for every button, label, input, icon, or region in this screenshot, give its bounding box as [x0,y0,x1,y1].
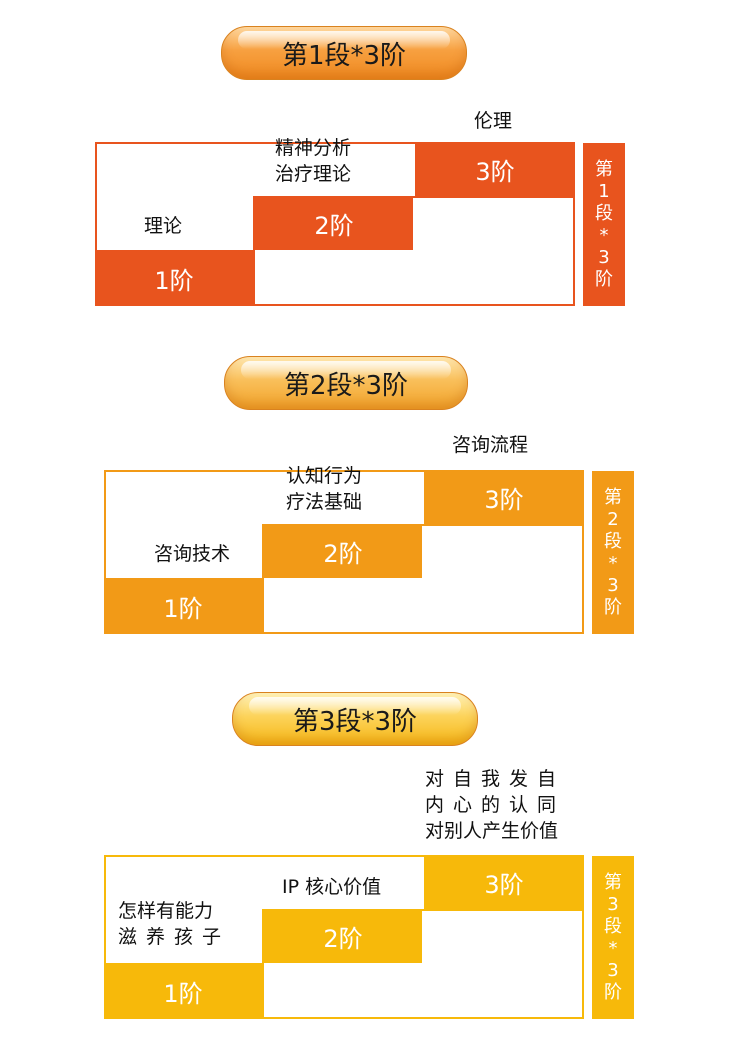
pill-highlight [249,697,461,715]
stage-2-title-pill: 第2段*3阶 [224,356,468,410]
stage-1-step-1-block: 1阶 [95,250,253,306]
stage-1-step-2-block: 2阶 [255,196,413,250]
stage-3-step-3-caption: 对自我发自 内心的认同 对别人产生价值 [425,768,566,842]
stage-1-title: 第1段*3阶 [281,40,407,71]
step-label: 3阶 [484,870,524,899]
stage-1-title-pill: 第1段*3阶 [221,26,467,80]
stage-2-title: 第2段*3阶 [283,370,409,401]
stage-1-step-2-caption: 精神分析 治疗理论 [275,137,352,185]
step-label: 1阶 [163,594,203,623]
stage-3-step-1-caption: 怎样有能力 滋养孩子 [118,900,231,948]
step-label: 1阶 [154,266,194,295]
step-label: 2阶 [323,539,363,568]
pill-highlight [241,361,451,379]
step-label: 3阶 [484,485,524,514]
step-label: 1阶 [163,979,203,1008]
stage-2-step-1-caption: 咨询技术 [154,543,231,565]
stage-3-step-3-block: 3阶 [424,855,584,909]
pill-highlight [238,31,450,49]
stage-3-step-1-block: 1阶 [104,963,262,1019]
step-label: 2阶 [314,211,354,240]
stage-1-step-3-block: 3阶 [415,142,575,196]
stage-2-step-2-caption: 认知行为 疗法基础 [286,465,363,513]
stage-1-step-3-caption: 伦理 [474,110,513,132]
stage-2-step-3-block: 3阶 [424,470,584,524]
stage-3-title: 第3段*3阶 [292,706,418,737]
stage-3-title-pill: 第3段*3阶 [232,692,478,746]
stage-1-side-tag: 第 1 段 * 3 阶 [583,143,625,306]
stage-2-step-3-caption: 咨询流程 [452,434,529,456]
stage-2-step-1-block: 1阶 [104,578,262,634]
step-label: 3阶 [475,157,515,186]
stage-1-step-1-caption: 理论 [144,215,183,237]
stage-3-step-2-caption: IP 核心价值 [282,876,382,898]
stage-3-step-2-block: 2阶 [264,909,422,963]
stage-3-side-tag: 第 3 段 * 3 阶 [592,856,634,1019]
step-label: 2阶 [323,924,363,953]
stage-2-side-tag: 第 2 段 * 3 阶 [592,471,634,634]
stage-2-step-2-block: 2阶 [264,524,422,578]
